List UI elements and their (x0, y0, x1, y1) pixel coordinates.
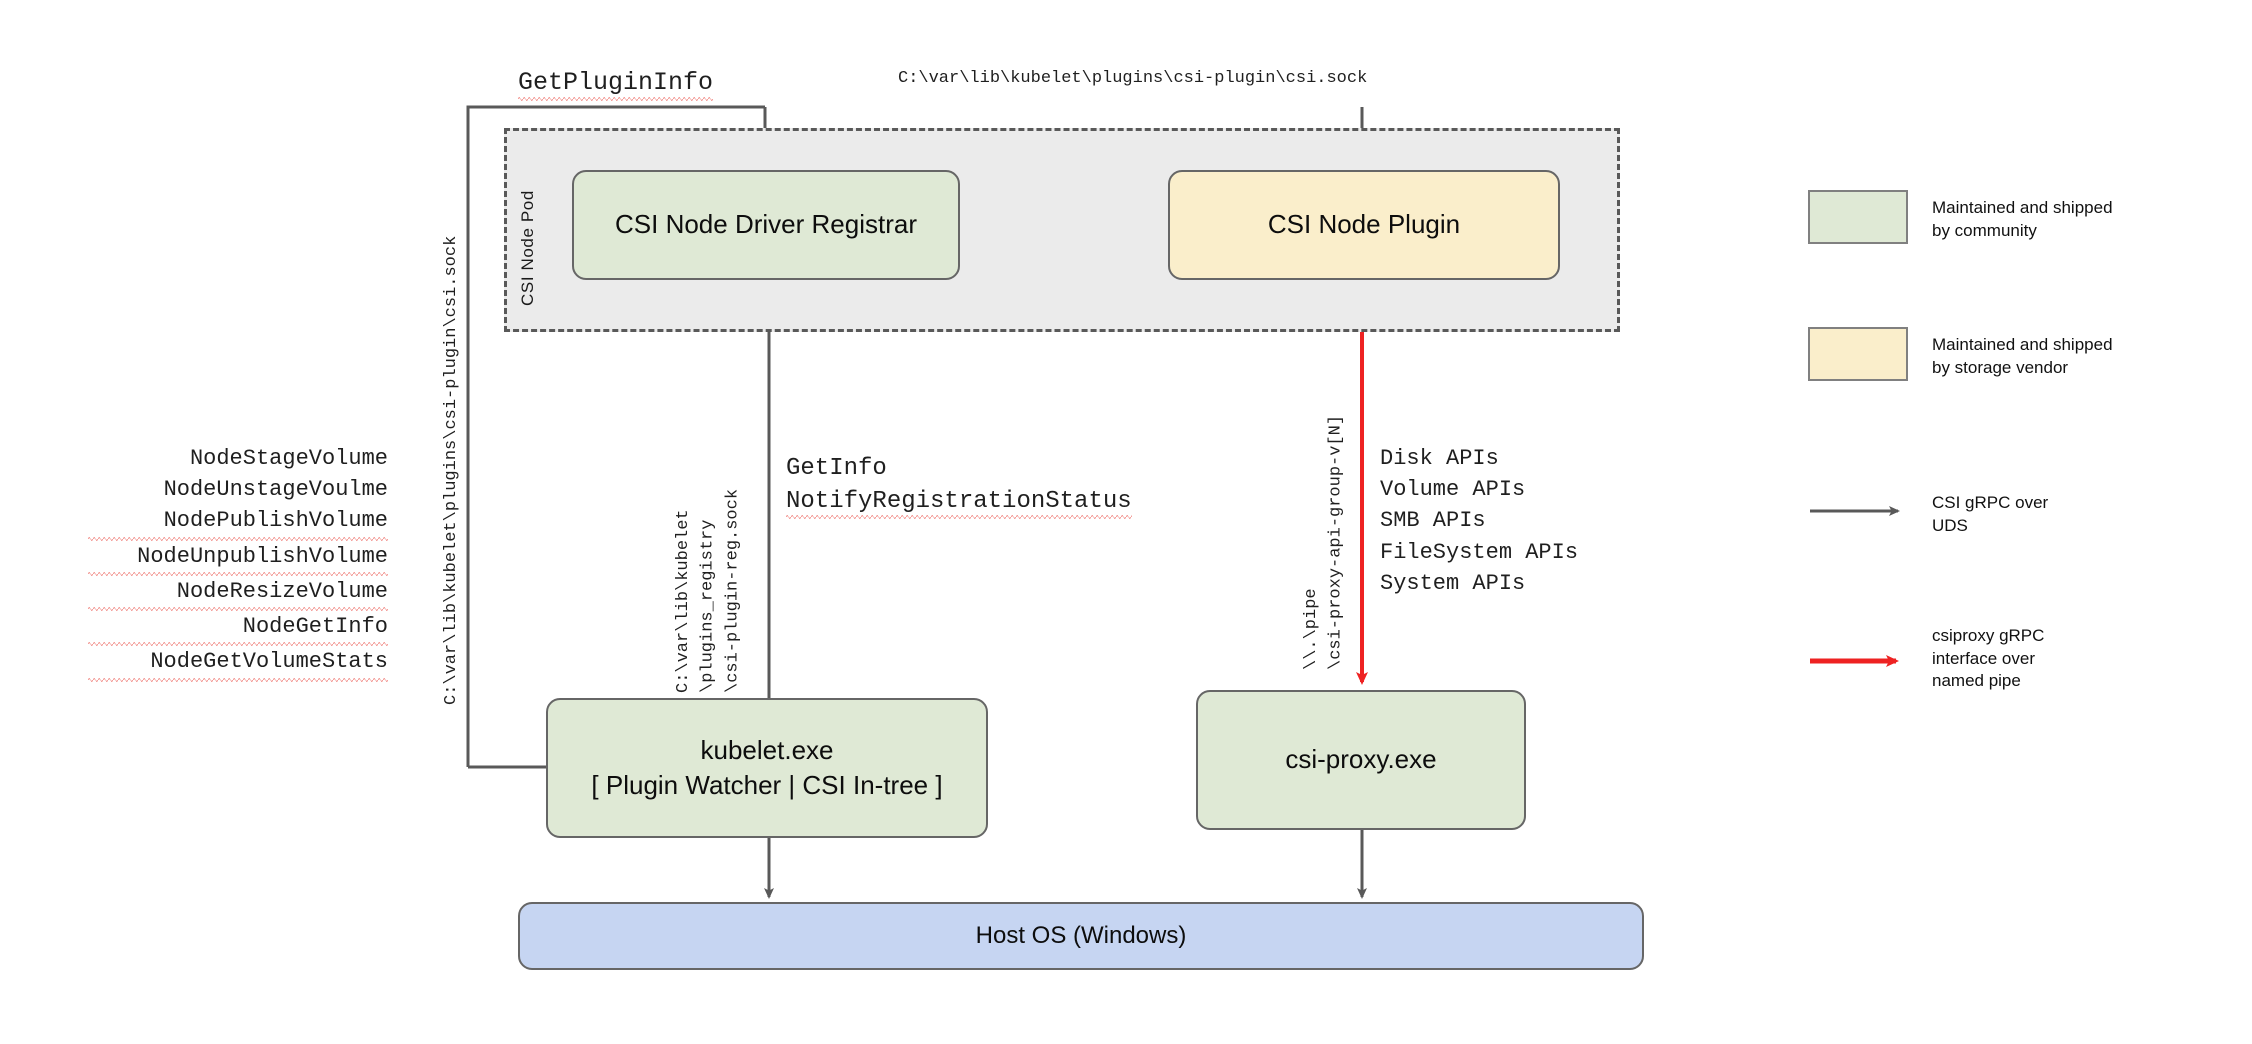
node-host-os-label: Host OS (Windows) (975, 921, 1187, 949)
reg-path-line3: \csi-plugin-reg.sock (723, 488, 743, 693)
node-csi-node-driver-registrar-label: CSI Node Driver Registrar (615, 209, 917, 240)
api-item-0: Disk APIs (1380, 446, 1499, 471)
api-item-4: System APIs (1380, 570, 1526, 596)
legend-label-csi-grpc-uds: CSI gRPC over UDS (1932, 492, 2192, 537)
named-pipe-line1: \\.\pipe (1302, 588, 1321, 670)
csi-node-pod-label: CSI Node Pod (518, 190, 537, 306)
label-named-pipe-path: \\.\pipe \csi-proxy-api-group-v[N] (1300, 370, 1349, 670)
rpc-item-4: NodeResizeVolume (88, 575, 388, 611)
rpc-item-5: NodeGetInfo (88, 611, 388, 646)
legend-community-line2: by community (1932, 220, 2037, 240)
legend-swatch-community (1808, 190, 1908, 244)
label-csi-sock-path-top: C:\var\lib\kubelet\plugins\csi-plugin\cs… (898, 69, 1368, 88)
node-host-os[interactable]: Host OS (Windows) (518, 902, 1644, 970)
node-csi-node-plugin-label: CSI Node Plugin (1267, 209, 1461, 240)
node-rpc-list: NodeStageVolume NodeUnstageVoulme NodePu… (88, 443, 388, 682)
rpc-item-3: NodeUnpublishVolume (88, 540, 388, 576)
api-item-2: SMB APIs (1380, 508, 1486, 534)
rpc-item-1: NodeUnstageVoulme (163, 477, 388, 503)
named-pipe-line2: \csi-proxy-api-group-v[N] (1326, 414, 1346, 670)
node-csi-node-driver-registrar[interactable]: CSI Node Driver Registrar (572, 170, 960, 280)
legend-label-vendor: Maintained and shipped by storage vendor (1932, 334, 2192, 379)
legend-label-community: Maintained and shipped by community (1932, 197, 2192, 242)
rpc-item-0: NodeStageVolume (189, 446, 388, 471)
legend-uds-line1: CSI gRPC over (1932, 493, 2049, 512)
rpc-item-2: NodePublishVolume (88, 505, 388, 540)
legend-label-csiproxy-namedpipe: csiproxy gRPC interface over named pipe (1932, 625, 2192, 693)
legend-vendor-line1: Maintained and shipped (1932, 335, 2113, 354)
label-get-info: GetInfo (786, 455, 887, 482)
node-kubelet[interactable]: kubelet.exe [ Plugin Watcher | CSI In-tr… (546, 698, 988, 838)
legend-uds-line2: UDS (1932, 515, 1968, 535)
reg-path-line1: C:\var\lib\kubelet (674, 509, 693, 693)
legend-pipe-line1: csiproxy gRPC (1932, 626, 2045, 645)
rpc-item-6: NodeGetVolumeStats (88, 646, 388, 681)
legend-pipe-line2: interface over (1932, 648, 2035, 668)
node-kubelet-label-line2: [ Plugin Watcher | CSI In-tree ] (591, 770, 943, 800)
legend-community-line1: Maintained and shipped (1932, 198, 2113, 217)
legend-pipe-line3: named pipe (1932, 671, 2021, 691)
api-item-1: Volume APIs (1380, 477, 1526, 503)
legend-swatch-vendor (1808, 327, 1908, 381)
node-csi-proxy-label: csi-proxy.exe (1285, 744, 1437, 775)
legend-vendor-line2: by storage vendor (1932, 357, 2069, 377)
label-plugin-registry-sock-path: C:\var\lib\kubelet \plugins_registry\csi-… (672, 445, 746, 693)
label-csi-sock-path-left: C:\var\lib\kubelet\plugins\csi-plugin\cs… (442, 235, 461, 705)
reg-path-line2: \plugins_registry (698, 519, 718, 693)
label-notify-registration-status: NotifyRegistrationStatus (786, 488, 1132, 519)
label-get-plugin-info: GetPluginInfo (518, 68, 714, 101)
node-csi-proxy[interactable]: csi-proxy.exe (1196, 690, 1526, 830)
proxy-api-list: Disk APIs Volume APIs SMB APIs FileSyste… (1380, 443, 1578, 599)
node-csi-node-plugin[interactable]: CSI Node Plugin (1168, 170, 1560, 280)
api-item-3: FileSystem APIs (1380, 539, 1579, 565)
node-kubelet-label-line1: kubelet.exe (700, 734, 834, 765)
